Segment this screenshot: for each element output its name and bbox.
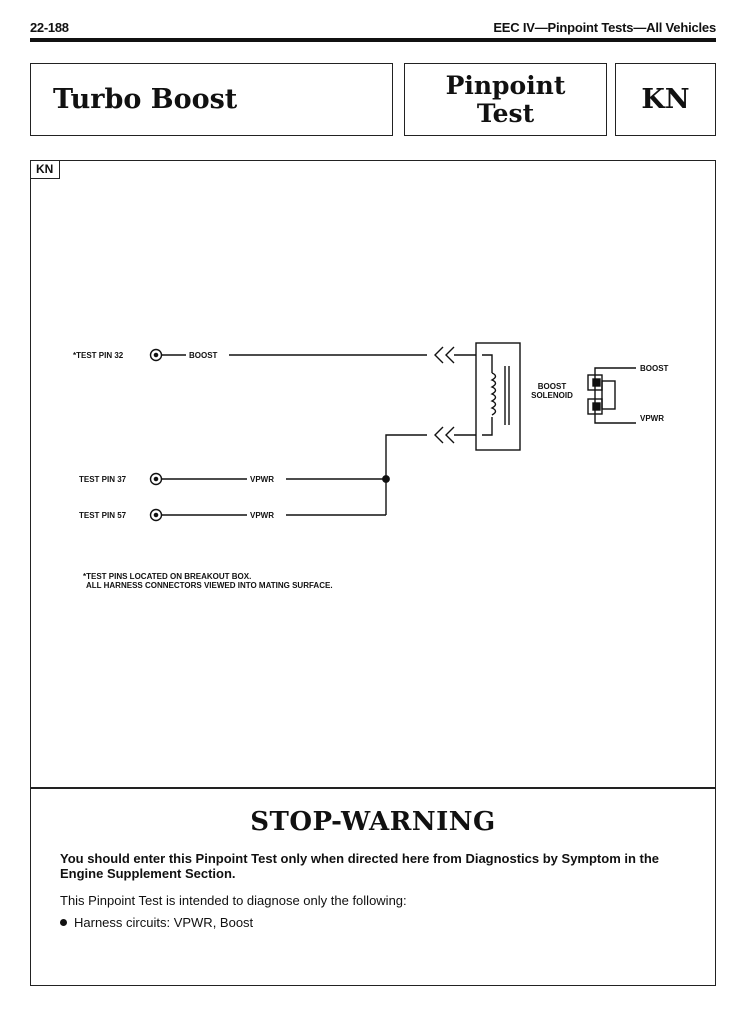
test-code: KN bbox=[641, 84, 690, 115]
pin-37-terminal-icon bbox=[149, 472, 163, 486]
test-name-box: Turbo Boost bbox=[30, 63, 393, 136]
pin-37-wire-label: VPWR bbox=[250, 475, 274, 484]
solenoid-coil-icon bbox=[490, 372, 497, 416]
warning-title: STOP-WARNING bbox=[250, 807, 496, 837]
connector-chevron-top-icon bbox=[434, 346, 455, 364]
pinpoint-label-line1: Pinpoint bbox=[445, 70, 566, 100]
warning-bullet-item: Harness circuits: VPWR, Boost bbox=[60, 915, 253, 930]
wiring-diagram: *TEST PIN 32 BOOST TEST PIN 37 VPWR TEST… bbox=[73, 342, 669, 590]
note-line1: *TEST PINS LOCATED ON BREAKOUT BOX. bbox=[83, 572, 251, 581]
header-rule bbox=[30, 38, 716, 42]
pinpoint-label-line2: Test bbox=[476, 98, 535, 128]
vpwr-riser bbox=[385, 434, 427, 515]
warning-paragraph: This Pinpoint Test is intended to diagno… bbox=[60, 893, 407, 908]
pin-37-label: TEST PIN 37 bbox=[79, 475, 127, 484]
section-title: EEC IV—Pinpoint Tests—All Vehicles bbox=[493, 20, 716, 35]
warning-directive: You should enter this Pinpoint Test only… bbox=[60, 851, 660, 881]
section-divider bbox=[31, 787, 715, 789]
note-line2: ALL HARNESS CONNECTORS VIEWED INTO MATIN… bbox=[86, 581, 333, 590]
boost-solenoid-body bbox=[475, 342, 521, 451]
pin-57-wire-label: VPWR bbox=[250, 511, 274, 520]
test-code-box: KN bbox=[615, 63, 716, 136]
connector-chevron-bottom-icon bbox=[434, 426, 455, 444]
bullet-icon bbox=[60, 919, 67, 926]
pin-32-terminal-icon bbox=[149, 348, 163, 362]
pinpoint-test-box: Pinpoint Test bbox=[404, 63, 607, 136]
splice-node bbox=[382, 475, 390, 483]
pin-57-terminal-icon bbox=[149, 508, 163, 522]
connector-boost-label: BOOST bbox=[640, 364, 669, 373]
pin-32-label: *TEST PIN 32 bbox=[73, 351, 124, 360]
solenoid-label-line2: SOLENOID bbox=[531, 391, 573, 400]
connector-vpwr-label: VPWR bbox=[640, 414, 664, 423]
diagram-tag: KN bbox=[31, 161, 61, 179]
pin-57-label: TEST PIN 57 bbox=[79, 511, 127, 520]
solenoid-connector-icon bbox=[587, 367, 636, 424]
warning-bullet-text: Harness circuits: VPWR, Boost bbox=[74, 915, 254, 930]
page-number: 22-188 bbox=[30, 20, 69, 35]
pinpoint-frame: KN bbox=[30, 160, 716, 986]
test-name: Turbo Boost bbox=[53, 84, 238, 115]
pin-32-wire-label: BOOST bbox=[189, 351, 218, 360]
solenoid-label-line1: BOOST bbox=[538, 382, 567, 391]
